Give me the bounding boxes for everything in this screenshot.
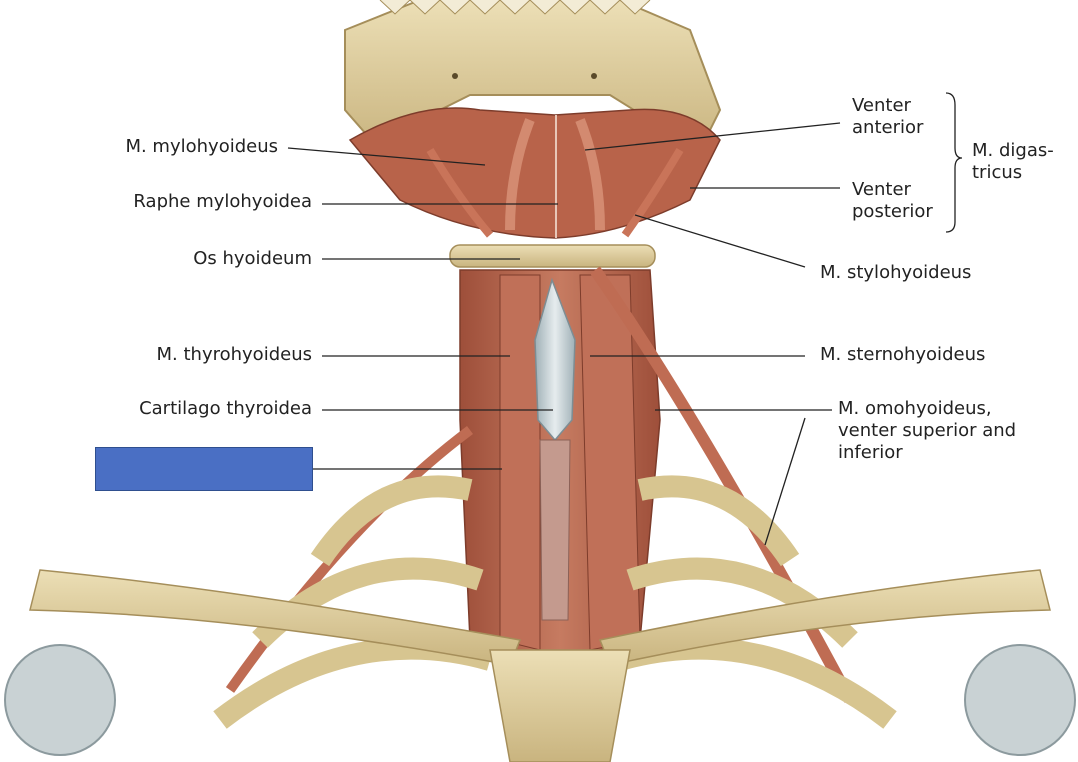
label-thyrohyoid: M. thyrohyoideus: [156, 344, 312, 365]
label-digastric: M. digas-tricus: [972, 140, 1054, 183]
label-venter-anterior: Venter anterior: [852, 95, 924, 138]
leader-lines: [287, 122, 841, 546]
label-raphe: Raphe mylohyoidea: [133, 191, 312, 212]
sternum: [489, 649, 631, 762]
label-mylohyoid: M. mylohyoideus: [125, 136, 278, 157]
label-stylohyoid: M. stylohyoideus: [820, 262, 972, 283]
hyoid-bone: [449, 244, 656, 268]
label-omohyoid: M. omohyoideus, venter superior and infe…: [838, 398, 1017, 463]
label-hyoid: Os hyoideum: [193, 248, 312, 269]
label-sternohyoid: M. sternohyoideus: [820, 344, 986, 365]
hidden-label-box: [95, 447, 313, 491]
digastric-brace: [945, 92, 963, 233]
infrahyoid-muscles: [225, 266, 856, 703]
trachea: [539, 439, 571, 621]
label-venter-posterior: Venter posterior: [852, 179, 933, 222]
label-thyroid-cartilage: Cartilago thyroidea: [139, 398, 312, 419]
clavicles: [29, 569, 1051, 666]
right-humeral-head: [964, 644, 1076, 756]
left-humeral-head: [4, 644, 116, 756]
mylohyoid-muscles: [348, 107, 721, 239]
